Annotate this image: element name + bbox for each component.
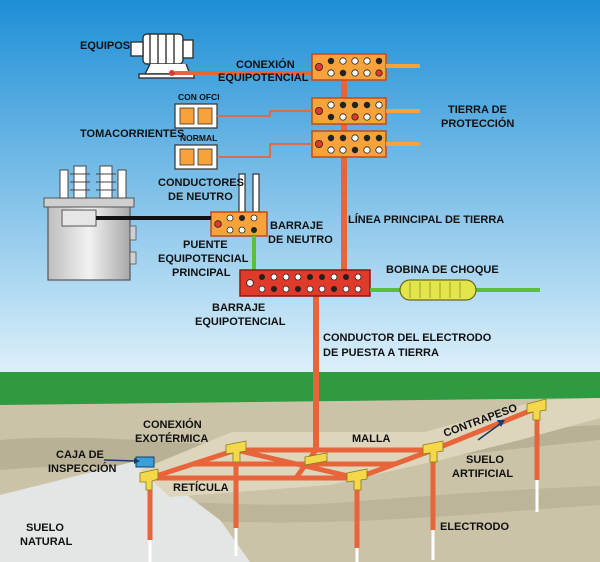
motor-icon <box>130 33 195 79</box>
natural-soil-region <box>0 460 250 562</box>
label-suelo-art-1: SUELO <box>466 454 504 466</box>
label-normal: NORMAL <box>180 133 217 143</box>
label-linea-principal: LÍNEA PRINCIPAL DE TIERRA <box>348 213 504 226</box>
outlet-icon <box>174 144 218 170</box>
exothermic-joint-icon <box>139 398 547 491</box>
inspection-box-icon <box>135 456 155 468</box>
inspection-box-pointer <box>103 459 135 462</box>
label-conexion-1: CONEXIÓN <box>236 58 295 71</box>
motor-ground-terminal <box>169 70 175 76</box>
electrode-tips <box>148 480 539 562</box>
label-conductores-2: DE NEUTRO <box>168 191 233 203</box>
label-barraje-neutro-2: DE NEUTRO <box>268 234 333 246</box>
label-exo-1: CONEXIÓN <box>143 418 202 431</box>
label-suelo-nat-1: SUELO <box>26 522 64 534</box>
label-conductor-2: DE PUESTA A TIERRA <box>323 347 439 359</box>
label-con-ofci: CON OFCI <box>178 92 220 102</box>
outlet-2-conductor <box>217 143 312 158</box>
label-conductor-1: CONDUCTOR DEL ELECTRODO <box>323 332 492 344</box>
label-electrodo: ELECTRODO <box>440 521 510 533</box>
busbar-icon <box>311 130 387 158</box>
artificial-soil-arrowhead <box>497 420 505 427</box>
label-conexion-2: EQUIPOTENCIAL <box>218 72 309 84</box>
artificial-soil-pointer <box>477 423 501 441</box>
label-tierra-2: PROTECCIÓN <box>441 117 514 130</box>
inspection-box-arrowhead <box>134 458 140 464</box>
label-equipos: EQUIPOS <box>80 40 130 52</box>
label-suelo-art-2: ARTIFICIAL <box>452 468 513 480</box>
label-conductores-1: CONDUCTORES <box>158 177 244 189</box>
label-barraje-equi-2: EQUIPOTENCIAL <box>195 316 286 328</box>
label-puente-1: PUENTE <box>183 239 228 251</box>
label-tomacorrientes: TOMACORRIENTES <box>80 128 184 140</box>
label-puente-2: EQUIPOTENCIAL <box>158 253 249 265</box>
label-reticula: RETÍCULA <box>173 481 229 494</box>
label-malla: MALLA <box>352 433 391 445</box>
busbar-icon <box>239 269 371 297</box>
sky-background <box>0 0 600 378</box>
label-puente-3: PRINCIPAL <box>172 267 231 279</box>
busbar-icon <box>311 53 387 81</box>
choke-coil-icon <box>399 279 477 301</box>
label-bobina: BOBINA DE CHOQUE <box>386 264 499 276</box>
label-caja-1: CAJA DE <box>56 449 104 461</box>
label-barraje-equi-1: BARRAJE <box>212 302 265 314</box>
outlet-1-conductor <box>217 110 312 117</box>
label-suelo-nat-2: NATURAL <box>20 536 73 548</box>
outlet-icon <box>174 103 218 129</box>
label-tierra-1: TIERRA DE <box>448 104 507 116</box>
busbar-icon <box>210 211 268 237</box>
label-barraje-neutro-1: BARRAJE <box>270 220 323 232</box>
busbar-icon <box>311 97 387 125</box>
label-caja-2: INSPECCIÓN <box>48 462 117 475</box>
label-exo-2: EXOTÉRMICA <box>135 432 208 445</box>
